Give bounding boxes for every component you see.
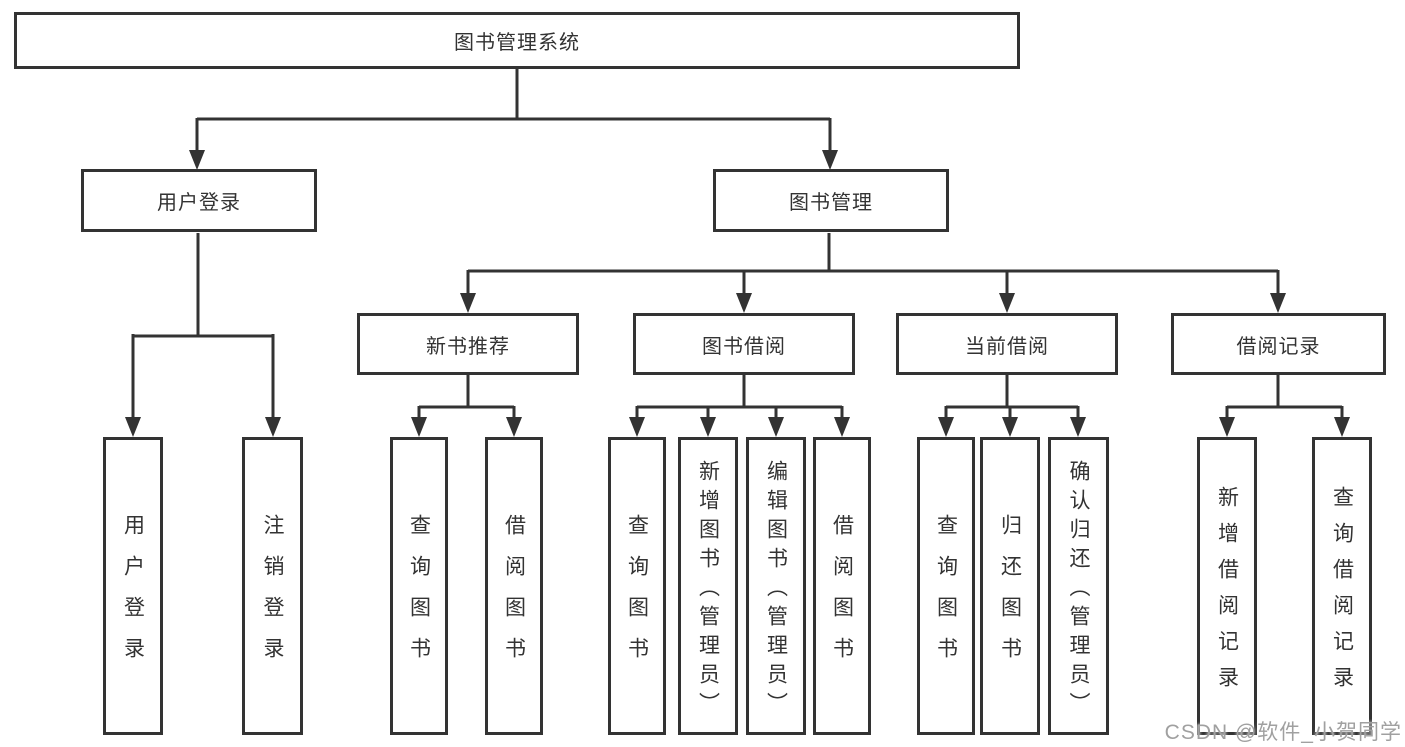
leaf-search-books-current-label: 查询图书 <box>934 514 958 678</box>
leaf-search-borrow-record-label: 查询借阅记录 <box>1330 485 1354 702</box>
leaf-search-books-borrow-label: 查询图书 <box>625 514 649 678</box>
leaf-add-book-admin-label: 新增图书（管理员） <box>696 459 720 721</box>
leaf-add-borrow-record-label: 新增借阅记录 <box>1215 485 1239 702</box>
leaf-search-books-current: 查询图书 <box>917 437 975 735</box>
leaf-logout-login-label: 注销登录 <box>261 514 284 678</box>
leaf-borrow-books: 借阅图书 <box>813 437 871 735</box>
node-new-book-recommend: 新书推荐 <box>357 313 579 375</box>
node-current-borrow-label: 当前借阅 <box>965 335 1049 358</box>
node-book-management: 图书管理 <box>713 169 949 232</box>
leaf-borrow-books-label: 借阅图书 <box>830 514 854 678</box>
leaf-edit-book-admin: 编辑图书（管理员） <box>746 437 806 735</box>
leaf-confirm-return-admin-label: 确认归还（管理员） <box>1067 459 1090 721</box>
node-current-borrow: 当前借阅 <box>896 313 1118 375</box>
leaf-search-books-recommend-label: 查询图书 <box>407 514 431 678</box>
node-user-login: 用户登录 <box>81 169 317 232</box>
leaf-logout-login: 注销登录 <box>242 437 303 735</box>
node-root: 图书管理系统 <box>14 12 1020 69</box>
node-root-label: 图书管理系统 <box>454 32 580 54</box>
leaf-add-book-admin: 新增图书（管理员） <box>678 437 738 735</box>
leaf-return-book: 归还图书 <box>980 437 1040 735</box>
leaf-search-books-recommend: 查询图书 <box>390 437 448 735</box>
leaf-borrow-books-recommend: 借阅图书 <box>485 437 543 735</box>
leaf-borrow-books-recommend-label: 借阅图书 <box>502 514 526 678</box>
leaf-edit-book-admin-label: 编辑图书（管理员） <box>764 459 788 721</box>
leaf-return-book-label: 归还图书 <box>998 514 1022 678</box>
csdn-watermark: CSDN @软件_小贺同学 <box>1164 721 1402 744</box>
leaf-add-borrow-record: 新增借阅记录 <box>1197 437 1257 735</box>
leaf-search-books-borrow: 查询图书 <box>608 437 666 735</box>
leaf-search-borrow-record: 查询借阅记录 <box>1312 437 1372 735</box>
node-new-book-recommend-label: 新书推荐 <box>426 335 510 358</box>
node-borrow-records-label: 借阅记录 <box>1236 335 1321 358</box>
node-user-login-label: 用户登录 <box>157 192 241 214</box>
leaf-confirm-return-admin: 确认归还（管理员） <box>1048 437 1109 735</box>
node-book-borrow: 图书借阅 <box>633 313 855 375</box>
leaf-user-login: 用户登录 <box>103 437 163 735</box>
node-borrow-records: 借阅记录 <box>1171 313 1386 375</box>
node-book-management-label: 图书管理 <box>789 192 873 214</box>
node-book-borrow-label: 图书借阅 <box>702 335 786 358</box>
leaf-user-login-label: 用户登录 <box>121 514 145 678</box>
